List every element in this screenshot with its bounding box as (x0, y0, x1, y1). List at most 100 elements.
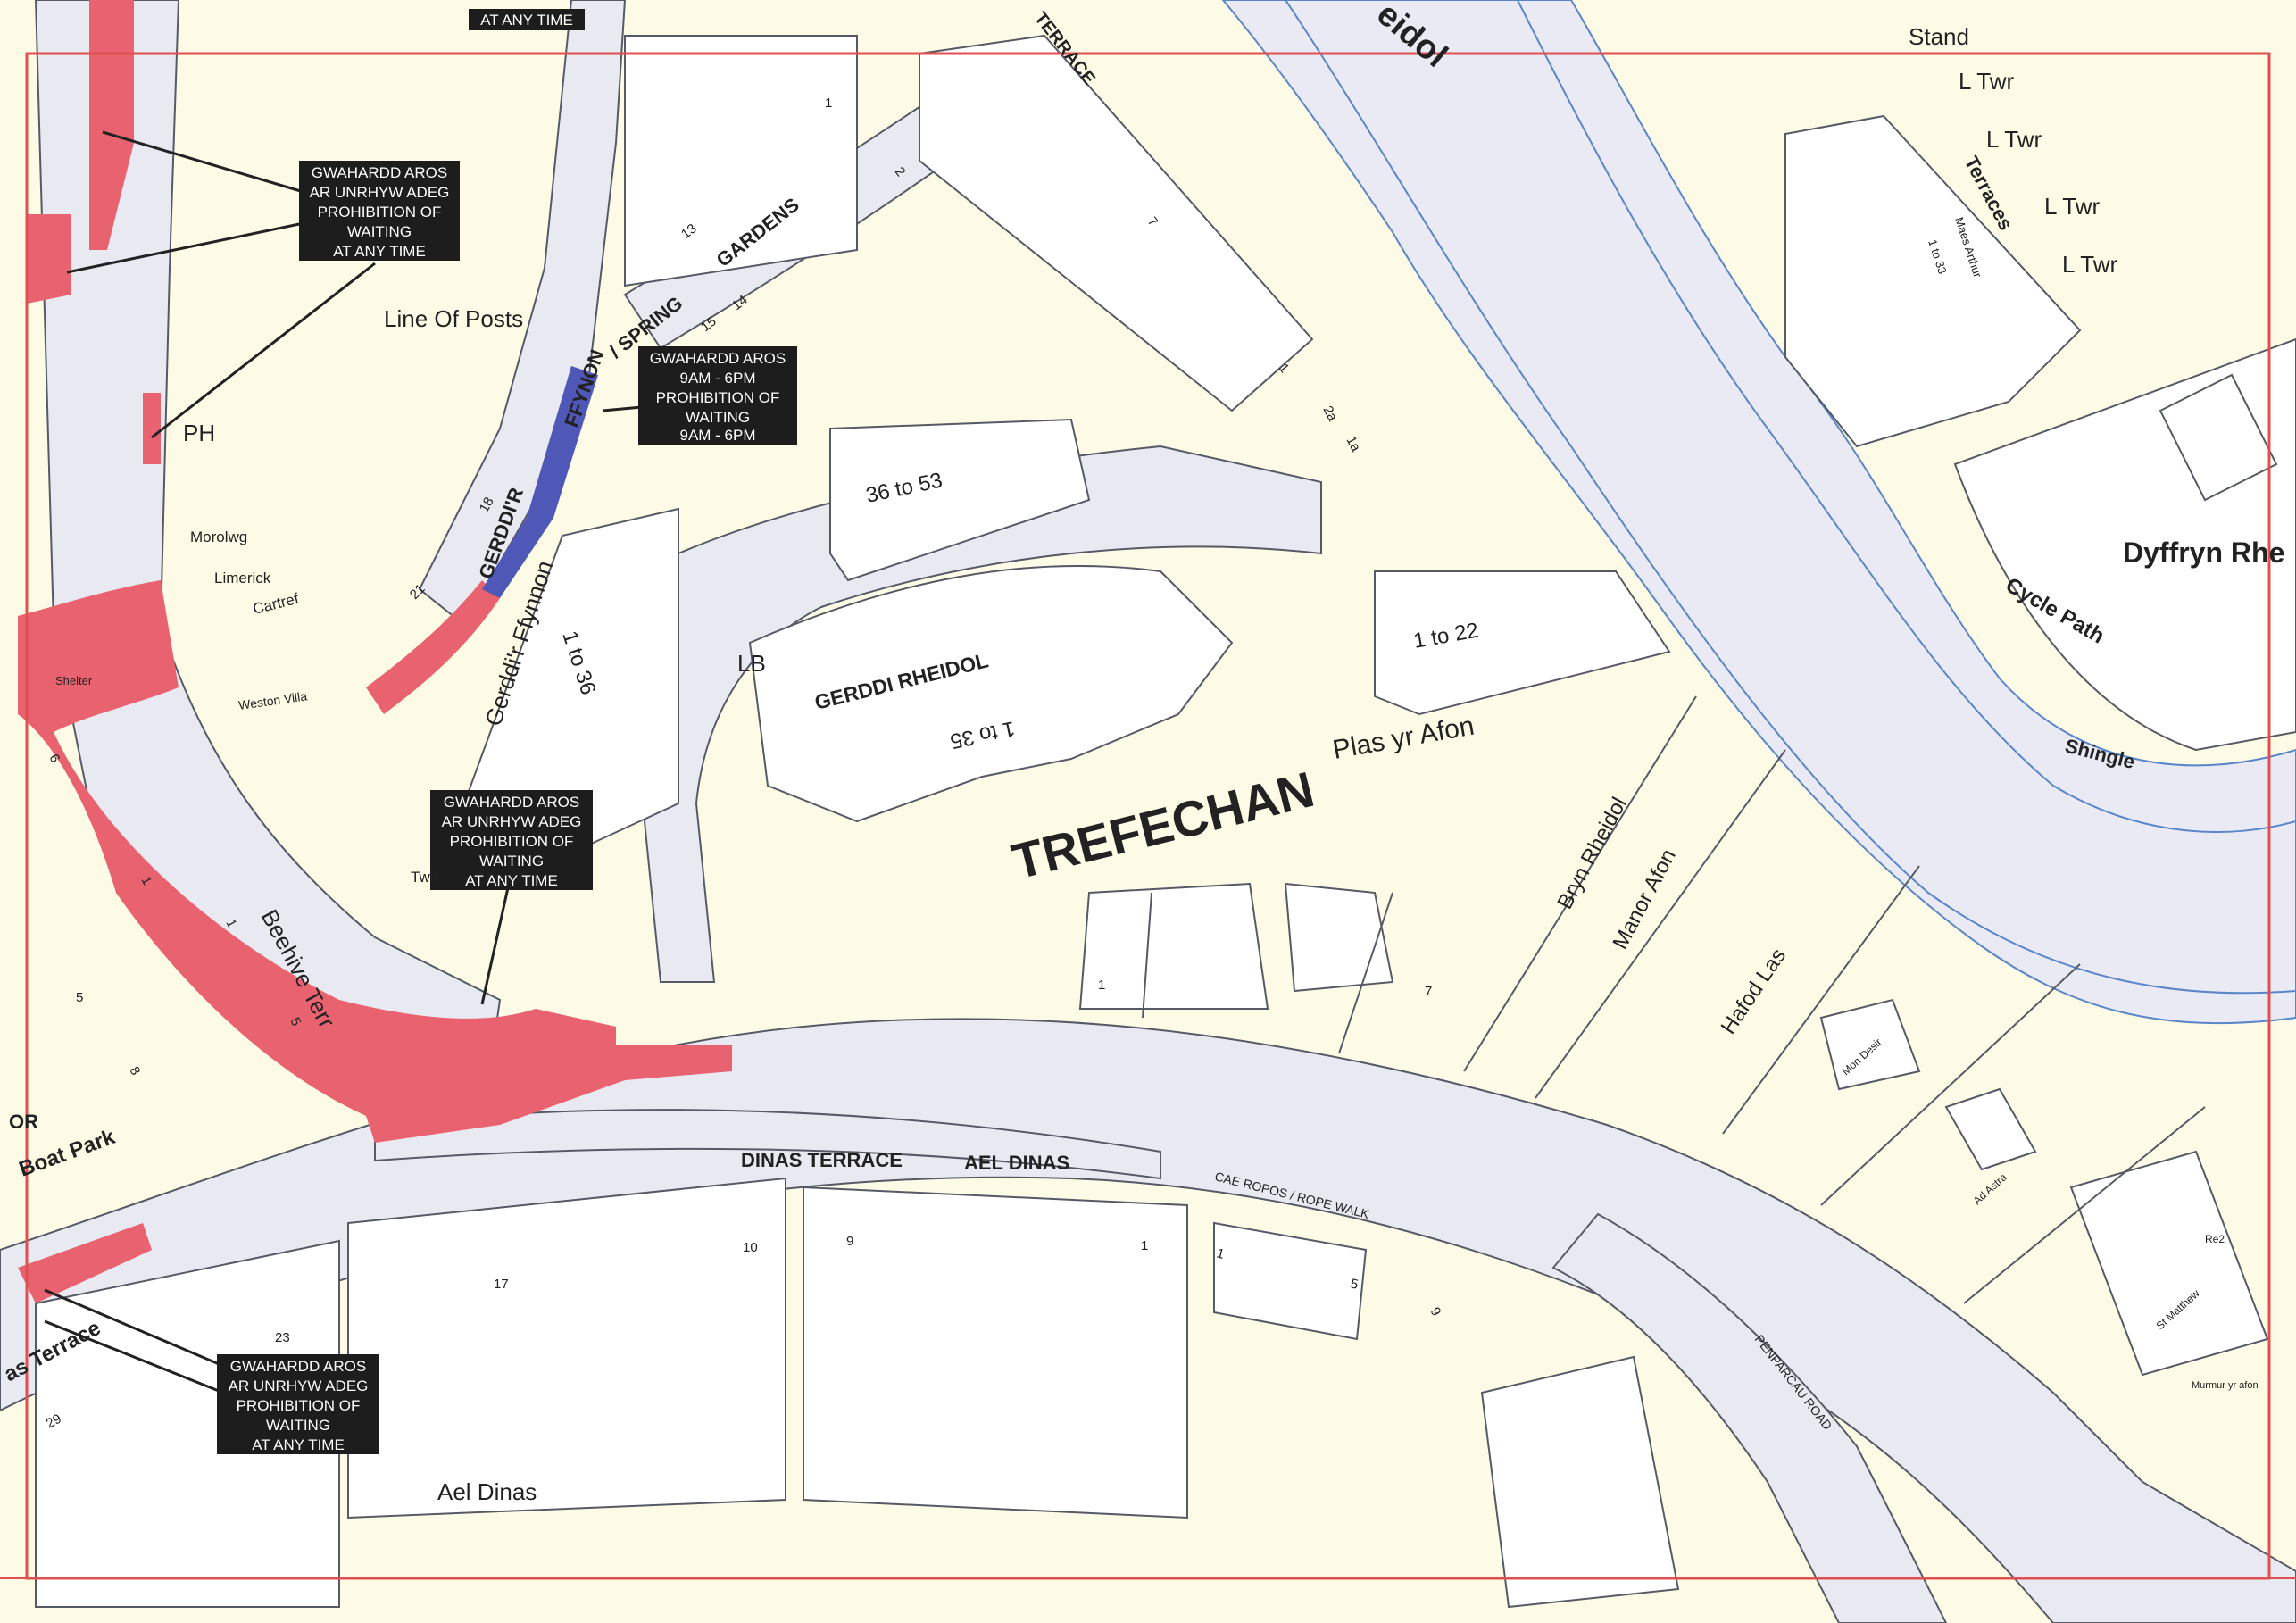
house-number: 10 (743, 1240, 758, 1255)
house-number: 7 (1425, 984, 1432, 999)
notice-line: PROHIBITION OF (656, 389, 780, 406)
house-number: 9 (846, 1234, 853, 1249)
house-number: 1 (1141, 1238, 1148, 1253)
building-outline (1819, 998, 1921, 1091)
river-waterline-outer (1285, 0, 2296, 995)
label-murmur: Murmur yr afon (2192, 1380, 2259, 1391)
no-waiting-zone (89, 0, 134, 250)
no-waiting-zone (18, 1223, 152, 1303)
leader-line (102, 130, 304, 194)
house-number: 1 (825, 96, 832, 111)
label-morolwg: Morolwg (190, 529, 247, 545)
river-waterline-inner (1517, 0, 2296, 833)
building-outline (1944, 1087, 2037, 1171)
no-waiting-zone (143, 393, 161, 464)
label-ael-dinas-road: AEL DINAS (964, 1152, 1069, 1174)
label-shelter: Shelter (55, 674, 93, 687)
building-outline (2069, 1150, 2269, 1377)
building-outline (748, 564, 1234, 823)
notice-line: 9AM - 6PM (679, 370, 755, 387)
label-re2: Re2 (2205, 1233, 2225, 1245)
building-outline (1284, 882, 1394, 993)
notice-line: AT ANY TIME (333, 243, 426, 260)
building-outline (919, 34, 1314, 412)
building-outline (462, 507, 679, 859)
building-outline (1213, 1221, 1368, 1341)
label-lb: LB (737, 650, 766, 677)
notice-line: WAITING (686, 409, 750, 426)
plot-line (1963, 1106, 2206, 1304)
plot-line (1142, 892, 1152, 1019)
leader-line (44, 1288, 224, 1368)
label-ltwr-3: L Twr (2044, 193, 2100, 220)
road-dinas-terrace (374, 1109, 1161, 1180)
building-outline (829, 418, 1091, 582)
house-number: 13 (678, 221, 700, 242)
notice-line: PROHIBITION OF (237, 1397, 361, 1414)
house-number: 1 (1098, 978, 1105, 993)
no-waiting-zone (366, 580, 500, 714)
notice-line: 9AM - 6PM (679, 427, 755, 444)
no-waiting-notice-fragment: AT ANY TIME (469, 9, 585, 30)
leader-line (151, 262, 376, 439)
label-stand: Stand (1909, 23, 1969, 50)
building-outline (1374, 570, 1671, 716)
notice-background (469, 9, 585, 30)
label-line-of-posts: Line Of Posts (384, 305, 523, 332)
building-outline (2159, 373, 2278, 502)
label-limerick: Limerick (214, 570, 271, 587)
no-waiting-zone (18, 580, 732, 1143)
house-number: 15 (698, 313, 720, 335)
house-number: 2a (1319, 404, 1340, 424)
buildings (35, 34, 2269, 1609)
notice-line: WAITING (479, 853, 544, 870)
house-number: 18 (477, 495, 497, 515)
plot-line (1722, 865, 1920, 1135)
label-ael-dinas: Ael Dinas (437, 1478, 537, 1505)
no-waiting-zone (27, 214, 71, 304)
notice-line: AT ANY TIME (480, 12, 573, 29)
leader-line (44, 1319, 224, 1394)
notice-background (299, 161, 460, 261)
building-outline (35, 1239, 340, 1608)
notice-background (217, 1354, 379, 1454)
limited-waiting-notice: GWAHARDD AROS 9AM - 6PM PROHIBITION OF W… (638, 346, 797, 445)
notice-line: AR UNRHYW ADEG (310, 184, 450, 201)
label-ltwr-2: L Twr (1986, 126, 2042, 153)
leader-line (66, 221, 304, 274)
notice-line: AR UNRHYW ADEG (229, 1377, 369, 1394)
building-outline (624, 35, 858, 287)
terraces-block (1784, 114, 2296, 752)
notice-line: GWAHARDD AROS (230, 1358, 366, 1375)
label-dinas-terrace: DINAS TERRACE (741, 1149, 903, 1171)
label-ltwr-4: L Twr (2062, 251, 2117, 278)
no-waiting-notice-bottom: GWAHARDD AROS AR UNRHYW ADEG PROHIBITION… (217, 1354, 379, 1454)
plot-line (1535, 749, 1786, 1099)
building-outline (347, 1177, 786, 1519)
notice-line: AT ANY TIME (465, 872, 558, 889)
plot-boundaries (1142, 695, 2206, 1304)
label-ph: PH (183, 420, 215, 446)
road-penparcau (1551, 1212, 1948, 1623)
notice-line: PROHIBITION OF (450, 833, 574, 850)
notice-line: AR UNRHYW ADEG (442, 813, 582, 830)
limited-waiting-bay (482, 366, 598, 598)
label-ltwr-1: L Twr (1959, 68, 2014, 95)
house-number: 5 (76, 990, 83, 1005)
notice-line: GWAHARDD AROS (444, 794, 579, 811)
label-dyffryn: Dyffryn Rhe (2123, 537, 2284, 569)
notice-background (430, 790, 593, 890)
building-outline (803, 1186, 1188, 1519)
house-number: 17 (494, 1277, 509, 1292)
notice-line: WAITING (347, 223, 412, 240)
notice-line: GWAHARDD AROS (312, 164, 447, 181)
house-number: 29 (44, 1411, 64, 1432)
building-outline (1784, 114, 2082, 448)
house-number: 1a (1343, 434, 1363, 454)
no-waiting-notice-middle: GWAHARDD AROS AR UNRHYW ADEG PROHIBITION… (430, 790, 593, 890)
building-outline (1480, 1355, 1680, 1609)
house-number: 23 (275, 1330, 290, 1345)
no-waiting-notice-top: GWAHARDD AROS AR UNRHYW ADEG PROHIBITION… (299, 161, 460, 261)
notice-background (638, 346, 797, 445)
